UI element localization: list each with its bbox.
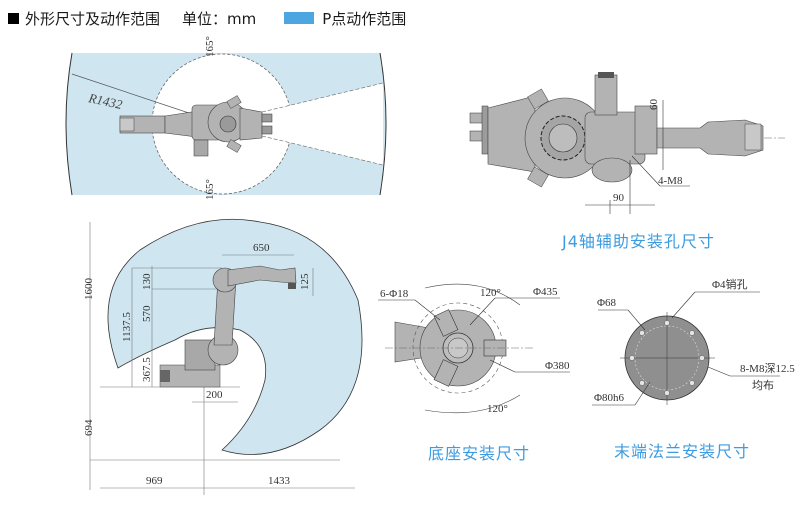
top-angle-bottom: 165° bbox=[204, 179, 216, 200]
flange-thread-note: 均布 bbox=[752, 379, 774, 392]
base-angle-bottom: 120° bbox=[487, 403, 508, 415]
side-dim-694: 694 bbox=[83, 419, 95, 436]
side-dim-1137-5: 1137.5 bbox=[121, 312, 133, 342]
side-dim-650: 650 bbox=[253, 242, 270, 254]
base-caption: 底座安装尺寸 bbox=[428, 444, 531, 463]
top-excluded-wedge bbox=[262, 83, 383, 165]
j4-caption: J4轴辅助安装孔尺寸 bbox=[562, 232, 715, 251]
legend-swatch bbox=[284, 12, 315, 24]
base-holes-label: 6-Φ18 bbox=[380, 288, 409, 300]
legend-label: P点动作范围 bbox=[322, 9, 407, 28]
side-dim-1600: 1600 bbox=[83, 278, 95, 301]
side-view: 650 125 130 570 1137.5 367.5 1600 694 20… bbox=[83, 218, 363, 495]
side-dim-200: 200 bbox=[206, 389, 223, 401]
flange-view: Φ68 Φ4销孔 Φ80h6 8-M8深12.5 均布 bbox=[592, 277, 795, 406]
side-dim-570: 570 bbox=[141, 305, 153, 322]
top-radius-label: R1432 bbox=[86, 90, 124, 112]
legend-header: 外形尺寸及动作范围 单位：mm P点动作范围 bbox=[8, 7, 406, 29]
side-dim-969: 969 bbox=[146, 475, 163, 487]
top-angle-top: 165° bbox=[204, 36, 216, 57]
base-view: 6-Φ18 Φ435 Φ380 120° 120° bbox=[378, 283, 570, 415]
flange-pin-hole: Φ4销孔 bbox=[712, 277, 748, 291]
flange-thread: 8-M8深12.5 bbox=[740, 362, 795, 375]
base-angle-top: 120° bbox=[480, 287, 501, 299]
header-title: 外形尺寸及动作范围 bbox=[25, 9, 161, 28]
side-range-area bbox=[107, 218, 363, 455]
flange-caption: 末端法兰安装尺寸 bbox=[614, 442, 751, 461]
base-dia-outer: Φ435 bbox=[533, 286, 558, 298]
side-dim-367-5: 367.5 bbox=[141, 357, 153, 382]
j4-dim-60: 60 bbox=[648, 99, 660, 111]
j4-hole-label: 4-M8 bbox=[658, 175, 683, 187]
j4-dim-90: 90 bbox=[613, 192, 625, 204]
top-view: R1432 165° 165° bbox=[65, 36, 387, 200]
side-dim-130: 130 bbox=[141, 273, 153, 290]
base-dia-inner: Φ380 bbox=[545, 360, 570, 372]
flange-bolt-holes bbox=[629, 320, 705, 396]
j4-view: 60 90 4-M8 bbox=[469, 72, 785, 214]
flange-dia-68: Φ68 bbox=[597, 297, 617, 309]
side-dim-1433: 1433 bbox=[268, 475, 291, 487]
unit-label: 单位：mm bbox=[182, 9, 257, 28]
flange-dia-80: Φ80h6 bbox=[594, 392, 625, 404]
square-bullet-icon bbox=[8, 12, 19, 24]
side-dim-125: 125 bbox=[299, 273, 311, 290]
